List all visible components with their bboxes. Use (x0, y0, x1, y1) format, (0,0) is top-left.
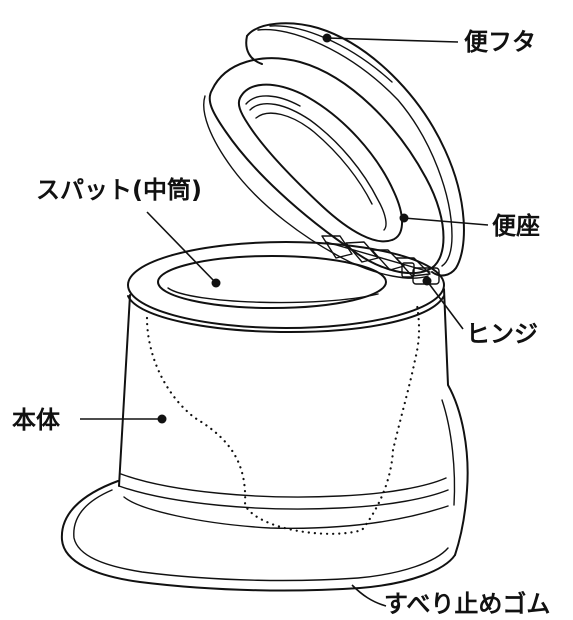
hinge-leader (426, 280, 464, 330)
spout-part (127, 241, 445, 333)
anti-slip-rubber-label: すべり止めゴム (384, 590, 550, 618)
lid-part (245, 22, 465, 277)
seat-label: 便座 (492, 212, 540, 240)
hinge-label: ヒンジ (466, 320, 538, 348)
lid-leader (326, 37, 459, 43)
spout-label: スパット(中筒) (36, 176, 202, 204)
seat-leader (403, 217, 489, 226)
spout-leader (146, 211, 217, 284)
leader-lines (80, 33, 489, 607)
body-label: 本体 (12, 406, 61, 434)
lid-label: 便フタ (464, 28, 536, 56)
rubber-leader (351, 584, 387, 607)
seat-part (203, 57, 445, 279)
body-part (60, 288, 469, 592)
hinge-part (321, 235, 440, 285)
